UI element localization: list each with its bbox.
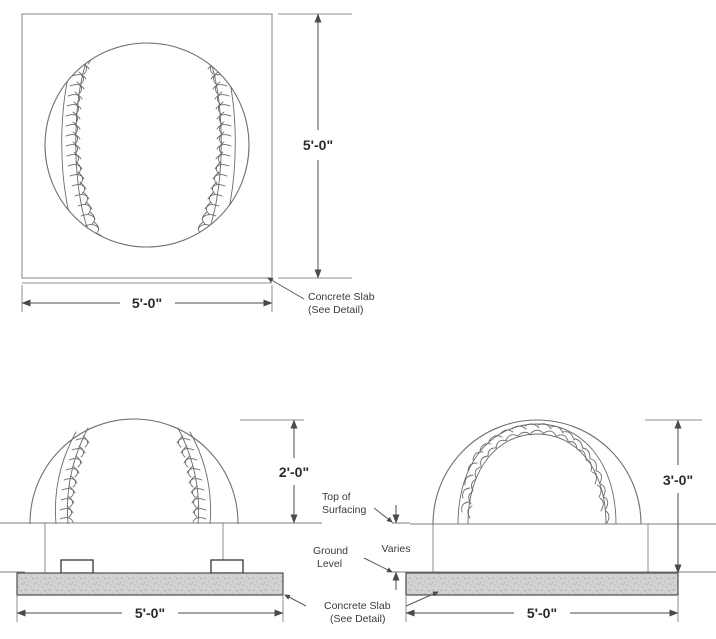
elev-left-anchor-block-1 bbox=[60, 559, 94, 574]
elev-right-concrete-slab bbox=[405, 572, 679, 596]
plan-concrete-slab-label-line1: Concrete Slab bbox=[308, 291, 375, 303]
plan-view-group: 5'-0" 5'-0" Concrete Slab (See Detail) bbox=[21, 13, 375, 316]
bottom-concrete-slab-label-line2: (See Detail) bbox=[330, 613, 385, 625]
center-annotations-group: Top of Surfacing Ground Level Varies bbox=[313, 491, 410, 590]
bottom-slab-callout-group: Concrete Slab (See Detail) bbox=[284, 591, 439, 625]
varies-label: Varies bbox=[382, 543, 411, 555]
elev-left-height-dimension-label: 2'-0" bbox=[279, 464, 309, 480]
elev-left-width-dimension-label: 5'-0" bbox=[135, 605, 165, 621]
baseball-plan-graphic bbox=[44, 42, 250, 248]
plan-width-dimension-label: 5'-0" bbox=[132, 295, 162, 311]
plan-slab-leader bbox=[267, 277, 305, 300]
elevation-right-group: 3'-0" 5'-0" bbox=[405, 419, 716, 622]
top-of-surfacing-leader bbox=[373, 507, 393, 523]
elev-right-width-dimension-label: 5'-0" bbox=[527, 605, 557, 621]
baseball-dome-right-graphic bbox=[432, 419, 642, 524]
plan-height-dimension-label: 5'-0" bbox=[303, 137, 333, 153]
plan-concrete-slab-label-line2: (See Detail) bbox=[308, 304, 363, 316]
elev-right-height-dimension-label: 3'-0" bbox=[663, 472, 693, 488]
elev-left-anchor-block-2 bbox=[210, 559, 244, 574]
bottom-slab-leader-left bbox=[284, 594, 307, 607]
elevation-left-group: 2'-0" 5'-0" bbox=[0, 418, 322, 622]
top-of-surfacing-label-line1: Top of bbox=[322, 491, 351, 503]
ground-level-label-line2: Level bbox=[317, 558, 342, 570]
ground-level-leader bbox=[363, 557, 393, 573]
elev-left-concrete-slab bbox=[16, 572, 284, 596]
ground-level-label-line1: Ground bbox=[313, 545, 348, 557]
plan-slab-outline bbox=[21, 13, 273, 279]
bottom-slab-leader-right bbox=[405, 591, 439, 607]
baseball-dome-left-graphic bbox=[29, 418, 239, 524]
top-of-surfacing-label-line2: Surfacing bbox=[322, 504, 367, 516]
bottom-concrete-slab-label-line1: Concrete Slab bbox=[324, 600, 391, 612]
